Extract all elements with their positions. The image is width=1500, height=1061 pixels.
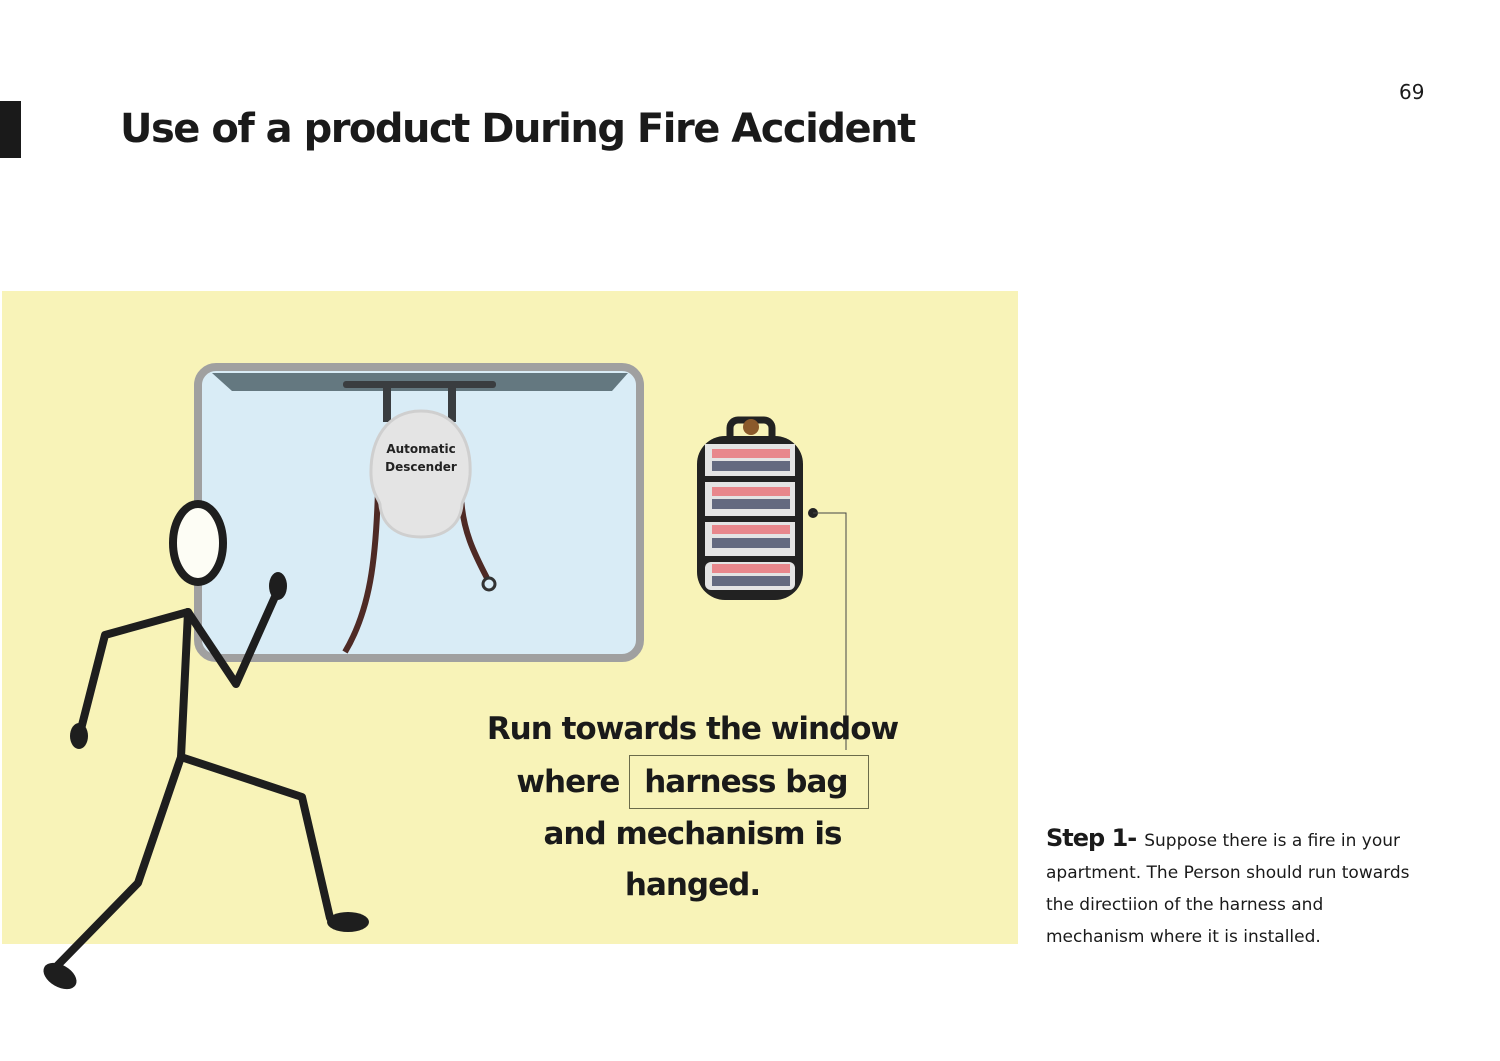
caption-highlight-box: harness bag [629,755,869,809]
step-text: Suppose there is a fire in your apartmen… [1046,831,1410,947]
illustration-caption: Run towards the window where harness bag… [470,704,915,911]
descender-label-line2: Descender [385,460,457,474]
running-stick-figure [43,500,369,990]
caption-where: where [516,764,620,800]
page-number: 69 [1399,80,1425,104]
caption-line1: Run towards the window [486,711,899,747]
harness-bag [697,416,803,600]
caption-line4: hanged. [624,867,761,903]
caption-line3: and mechanism is [543,816,843,852]
descender-label-line1: Automatic [386,442,455,456]
callout-line [808,508,847,750]
step-description: Step 1-Suppose there is a fire in your a… [1046,822,1426,953]
section-marker-bar [0,101,21,158]
page-title: Use of a product During Fire Accident [120,106,916,152]
automatic-descender: Automatic Descender [369,409,472,539]
step-label: Step 1- [1046,824,1137,852]
